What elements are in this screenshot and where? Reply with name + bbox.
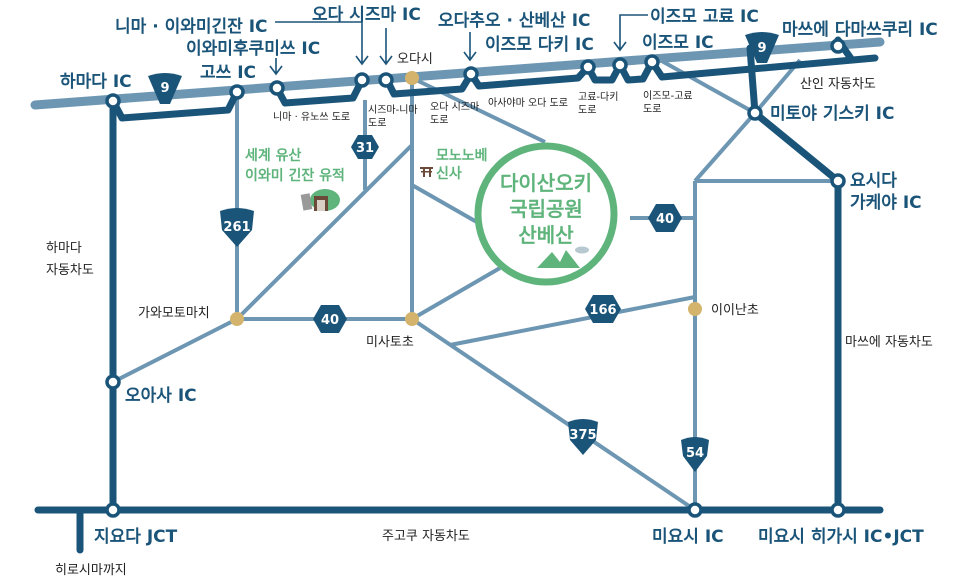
- label-izumo-goryo-road-2: 도로: [643, 104, 661, 115]
- pointer-arrows: [269, 14, 648, 76]
- svg-text:40: 40: [656, 212, 674, 227]
- route-shield-40: 40: [313, 305, 347, 333]
- route-shield-375: 375: [568, 419, 598, 455]
- mine-entrance-icon: [300, 189, 340, 211]
- label-izumo-ic: 이즈모 IC: [642, 33, 714, 53]
- svg-text:375: 375: [569, 428, 596, 443]
- label-oda-city: 오다시: [397, 52, 433, 67]
- label-oda-shizuma-ic: 오다 시즈마 IC: [312, 5, 421, 25]
- label-nima-yunotsu-road: 니마 · 유노쓰 도로: [273, 111, 350, 123]
- route-shield-166: 166: [585, 295, 621, 323]
- park-name-line2: 국립공원: [509, 197, 583, 221]
- expressways: [34, 36, 884, 554]
- label-sanin-expressway: 산인 자동차도: [800, 77, 876, 92]
- park-name-line1: 다이산오키: [500, 171, 592, 195]
- label-kawamoto: 가와모토마치: [138, 306, 210, 321]
- heritage-label-1: 세계 유산: [245, 147, 302, 164]
- label-hamada-expressway-2: 자동차도: [46, 263, 94, 278]
- svg-text:9: 9: [757, 41, 766, 56]
- route-shields: 9 9 31 261 40 40 166 375 54: [148, 32, 779, 472]
- svg-text:31: 31: [356, 141, 374, 156]
- label-goryo-taki-road-2: 도로: [578, 105, 596, 116]
- svg-text:40: 40: [321, 313, 339, 328]
- cloud-icon: [575, 246, 589, 254]
- mountain-icon: [537, 250, 580, 268]
- svg-text:166: 166: [589, 303, 616, 318]
- expressway-shield-9: 9: [745, 32, 779, 63]
- label-izumo-goryo-road-1: 이즈모-고료: [643, 90, 693, 102]
- label-mitoya-ic: 미토야 기스키 IC: [770, 104, 894, 124]
- local-roads: [112, 58, 838, 512]
- label-chiyoda-jct: 지요다 JCT: [94, 527, 178, 547]
- label-oda-shizuma-road-1: 오다 시즈마: [430, 101, 479, 113]
- label-matsue-expressway: 마쓰에 자동차도: [845, 335, 933, 350]
- label-izumo-goryo-ic: 이즈모 고료 IC: [650, 7, 759, 27]
- label-iinan: 이이난초: [711, 303, 759, 318]
- label-gotsu-ic: 고쓰 IC: [200, 63, 256, 83]
- label-oda-sanbesan-ic: 오다추오 · 산베산 IC: [438, 11, 591, 31]
- route-shield-261: 261: [220, 208, 254, 247]
- label-oasa-ic: 오아사 IC: [125, 386, 197, 406]
- svg-text:54: 54: [686, 446, 704, 461]
- route-shield-54: 54: [681, 437, 709, 472]
- label-goryo-taki-road-1: 고료-다키: [578, 91, 618, 103]
- national-park-sanbesan[interactable]: 다이산오키 국립공원 산베산: [474, 142, 618, 286]
- label-izumo-taki-ic: 이즈모 다키 IC: [485, 35, 594, 55]
- landmark-mononobe-shrine[interactable]: 모노노베 신사: [420, 148, 488, 182]
- shrine-label-1: 모노노베: [436, 148, 488, 164]
- label-matsue-tamatsukuri-ic: 마쓰에 다마쓰쿠리 IC: [782, 20, 938, 40]
- label-miyoshi-higashi: 미요시 히가시 IC•JCT: [758, 527, 924, 547]
- label-asayama-oda-road: 아사야마 오다 도로: [488, 97, 568, 109]
- route-shield-40: 40: [648, 204, 682, 232]
- heritage-label-2: 이와미 긴잔 유적: [245, 167, 345, 184]
- label-iwami-kuchimisu-ic: 이와미후쿠미쓰 IC: [186, 38, 320, 59]
- label-yoshida-line2: 가케야 IC: [850, 193, 922, 213]
- label-misato: 미사토초: [366, 335, 414, 350]
- label-yoshida-line1: 요시다: [850, 171, 897, 191]
- ic-nodes: [105, 38, 846, 518]
- label-hamada-ic: 하마다 IC: [60, 72, 132, 92]
- shrine-label-2: 신사: [436, 166, 462, 182]
- label-oda-shizuma-road-2: 도로: [430, 115, 448, 126]
- landmark-iwami-ginzan[interactable]: 세계 유산 이와미 긴잔 유적: [245, 147, 345, 211]
- label-nima-iwamiginzan-ic: 니마 · 이와미긴잔 IC: [115, 17, 268, 37]
- expressway-shield-9: 9: [148, 73, 182, 104]
- svg-text:261: 261: [223, 220, 250, 235]
- label-shizuma-nima-road-1: 시즈마-니마: [368, 104, 418, 116]
- park-name-line3: 산베산: [518, 223, 574, 247]
- torii-icon: [420, 167, 433, 177]
- svg-text:9: 9: [160, 81, 169, 96]
- city-dots: [230, 71, 702, 326]
- route-shield-31: 31: [351, 135, 379, 159]
- label-hamada-expressway-1: 하마다: [46, 241, 82, 256]
- label-miyoshi-ic: 미요시 IC: [652, 527, 724, 547]
- label-to-hiroshima: 히로시마까지: [55, 563, 127, 578]
- label-shizuma-nima-road-2: 도로: [368, 118, 386, 129]
- coastal-road: [30, 37, 885, 110]
- label-chugoku-expressway: 주고쿠 자동차도: [382, 529, 470, 544]
